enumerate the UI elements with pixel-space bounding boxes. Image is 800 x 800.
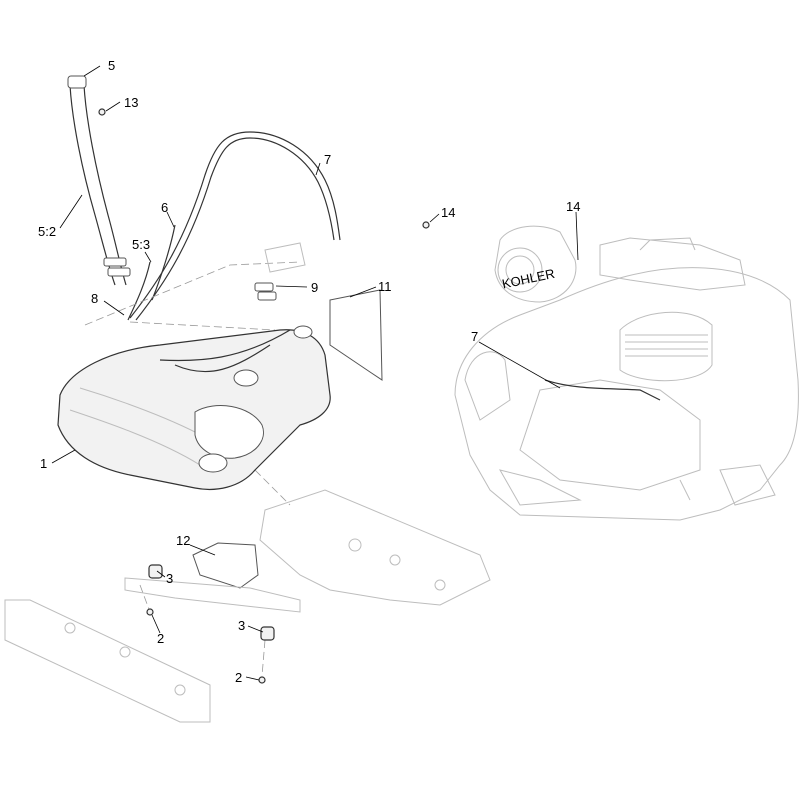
callout-12: 12 xyxy=(176,533,190,548)
vent-hose xyxy=(129,131,341,321)
callout-13: 13 xyxy=(124,95,138,110)
callout-3-right: 3 xyxy=(238,618,245,633)
lower-frame-bracket xyxy=(4,599,211,723)
engine-blower-housing xyxy=(619,311,713,382)
callout-7: 7 xyxy=(324,152,331,167)
callout-14-screw: 14 xyxy=(441,205,455,220)
engine xyxy=(454,225,799,521)
rubber-bumper xyxy=(148,564,275,641)
callout-11: 11 xyxy=(378,279,392,294)
heat-shield xyxy=(192,542,259,589)
callout-14-engine: 14 xyxy=(566,199,580,214)
callout-5-2: 5:2 xyxy=(38,224,56,239)
fuel-filler-opening xyxy=(198,453,228,473)
air-cleaner-housing xyxy=(494,225,577,303)
callout-6: 6 xyxy=(161,200,168,215)
callout-9: 9 xyxy=(311,280,318,295)
lower-strap xyxy=(124,577,301,613)
callout-2-left: 2 xyxy=(157,631,164,646)
callout-8: 8 xyxy=(91,291,98,306)
callout-2-right: 2 xyxy=(235,670,242,685)
callout-5-3: 5:3 xyxy=(132,237,150,252)
engine-brand-label: KOHLER xyxy=(501,266,556,292)
hose-fitting xyxy=(254,282,277,301)
callout-3-left: 3 xyxy=(166,571,173,586)
callout-labels: 5 13 7 6 5:2 5:3 14 14 9 11 8 7 1 12 3 2… xyxy=(38,58,580,685)
hose-5-3 xyxy=(127,261,151,321)
filler-cap xyxy=(67,75,87,89)
tank-shield-plate xyxy=(329,289,383,381)
fuel-tank xyxy=(57,325,331,491)
callout-7-engine: 7 xyxy=(471,329,478,344)
filler-neck-hose xyxy=(67,75,131,286)
leader-lines xyxy=(51,65,579,681)
engine-deck-plate xyxy=(259,489,491,606)
hose-6 xyxy=(151,224,176,301)
callout-1: 1 xyxy=(40,456,47,471)
callout-5: 5 xyxy=(108,58,115,73)
fuel-sender xyxy=(233,369,259,387)
